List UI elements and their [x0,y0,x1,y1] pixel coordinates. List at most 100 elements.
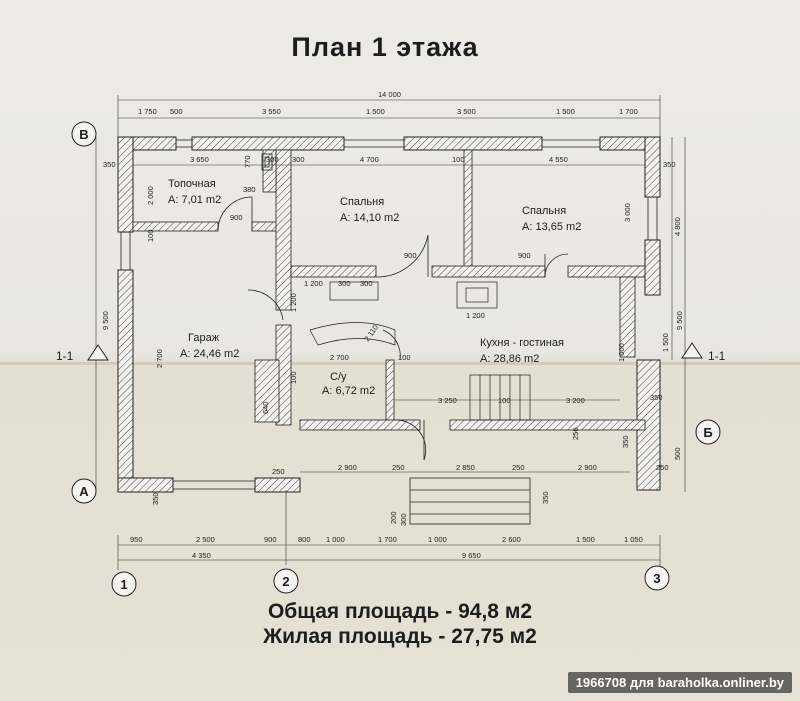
dim-misc-14: 640 [261,401,270,414]
axis-label-3: 3 [653,571,660,586]
dim-misc-17: 200 [389,511,398,524]
axis-circle-bb [695,419,721,445]
dim-bottom-1: 2 500 [196,535,215,544]
dim-bottom-7: 2 600 [502,535,521,544]
dim-misc-6: 300 [360,279,373,288]
dim-bottom-8: 1 500 [576,535,595,544]
page-title: План 1 этажа [291,32,479,62]
dim-misc-9: 100 [398,353,411,362]
dim-top-5: 1 500 [556,107,575,116]
dim-inner-bottom-2: 2 850 [456,463,475,472]
room-name-kitchen: Кухня - гостиная [480,337,564,349]
dim-bottom-0: 950 [130,535,143,544]
dim-inner-top-0: 3 650 [190,155,209,164]
dim-misc-3: 380 [243,185,256,194]
room-name-boiler: Топочная [168,178,216,190]
dimension-lines [95,95,686,570]
dim-inner-top-4: 100 [452,155,465,164]
dim-left-1: 2 000 [146,186,155,205]
room-name-bathroom: С/у [330,371,347,383]
dim-right-1: 4 800 [673,217,682,236]
axis-label-b: В [79,127,88,142]
dim-left-3: 2 700 [155,349,164,368]
dim-right-2: 3 000 [623,203,632,222]
dim-kitchen-2: 3 200 [566,396,585,405]
dim-top-0: 1 750 [138,107,157,116]
dim-inner-top-1: 770 [243,155,252,168]
dim-misc-4: 1 200 [304,279,323,288]
dim-bottom-9: 1 050 [624,535,643,544]
dim-bottom-4: 1 000 [326,535,345,544]
axis-label-1: 1 [120,577,127,592]
dim-inner-bottom-0: 2 900 [338,463,357,472]
dim-inner-bottom-4: 2 900 [578,463,597,472]
section-mark-right: 1-1 [708,349,726,363]
dim-top-3: 1 500 [366,107,385,116]
axis-label-bb: Б [703,425,712,440]
room-area-bathroom: A: 6,72 m2 [322,385,375,397]
dim-misc-1: 350 [663,160,676,169]
dim-misc-15: 100 [289,371,298,384]
dim-top-total: 14 000 [378,90,401,99]
dim-top-2: 3 550 [262,107,281,116]
dim-misc-19: 350 [541,491,550,504]
room-name-garage: Гараж [188,332,220,344]
axis-label-2: 2 [282,574,289,589]
dim-kitchen-4: 2 700 [330,353,349,362]
outer-walls [117,136,661,493]
axis-circle-3 [644,565,670,591]
dim-misc-2: 350 [650,393,663,402]
axis-label-a: А [79,484,89,499]
dim-bottom-total-1: 9 650 [462,551,481,560]
dim-inner-top-5: 4 550 [549,155,568,164]
dim-misc-18: 1 200 [289,293,298,312]
entrance-steps [409,477,531,525]
chimney [261,153,273,171]
dim-top-4: 3 500 [457,107,476,116]
dim-door-1: 900 [404,251,417,260]
watermark: 1966708 для baraholka.onliner.by [567,672,792,693]
paper-fold [0,362,800,365]
section-triangle-right [681,342,703,359]
windows [120,139,658,490]
dim-top-1: 500 [170,107,183,116]
dim-inner-bottom-3: 250 [512,463,525,472]
axis-circle-a [71,478,97,504]
room-area-kitchen: A: 28,86 m2 [480,353,539,365]
dim-bottom-2: 900 [264,535,277,544]
dim-left-2: 100 [146,229,155,242]
axis-circle-2 [273,568,299,594]
dim-misc-12: 250 [571,427,580,440]
dim-bottom-total-0: 4 350 [192,551,211,560]
dim-bottom-5: 1 700 [378,535,397,544]
dim-bottom-6: 1 000 [428,535,447,544]
room-area-boiler: A: 7,01 m2 [168,194,221,206]
room-area-bedroom2: A: 13,65 m2 [522,221,581,233]
dim-misc-11: 250 [272,467,285,476]
axis-circle-1 [111,571,137,597]
dim-misc-16: 300 [399,513,408,526]
dim-misc-7: 300 [266,155,279,164]
dim-door-0: 900 [230,213,243,222]
door-swings [217,196,569,461]
dim-right-5: 500 [673,447,682,460]
section-triangle-left [87,344,109,361]
dim-misc-10: 350 [621,435,630,448]
dim-right-4: 1 000 [617,343,626,362]
living-area-caption: Жилая площадь - 27,75 м2 [263,625,537,648]
dim-right-0: 9 500 [675,311,684,330]
dim-inner-bottom-1: 250 [392,463,405,472]
section-mark-left: 1-1 [56,349,74,363]
axis-markers [71,121,721,597]
axis-circle-b [71,121,97,147]
total-area-caption: Общая площадь - 94,8 м2 [267,600,533,623]
dim-left-0: 9 500 [101,311,110,330]
room-name-bedroom2: Спальня [522,205,566,217]
room-area-garage: A: 24,46 m2 [180,348,239,360]
staircase [309,281,531,421]
dim-misc-0: 350 [103,160,116,169]
dim-kitchen-1: 100 [498,396,511,405]
dim-misc-13: 250 [656,463,669,472]
dim-inner-top-2: 300 [292,155,305,164]
